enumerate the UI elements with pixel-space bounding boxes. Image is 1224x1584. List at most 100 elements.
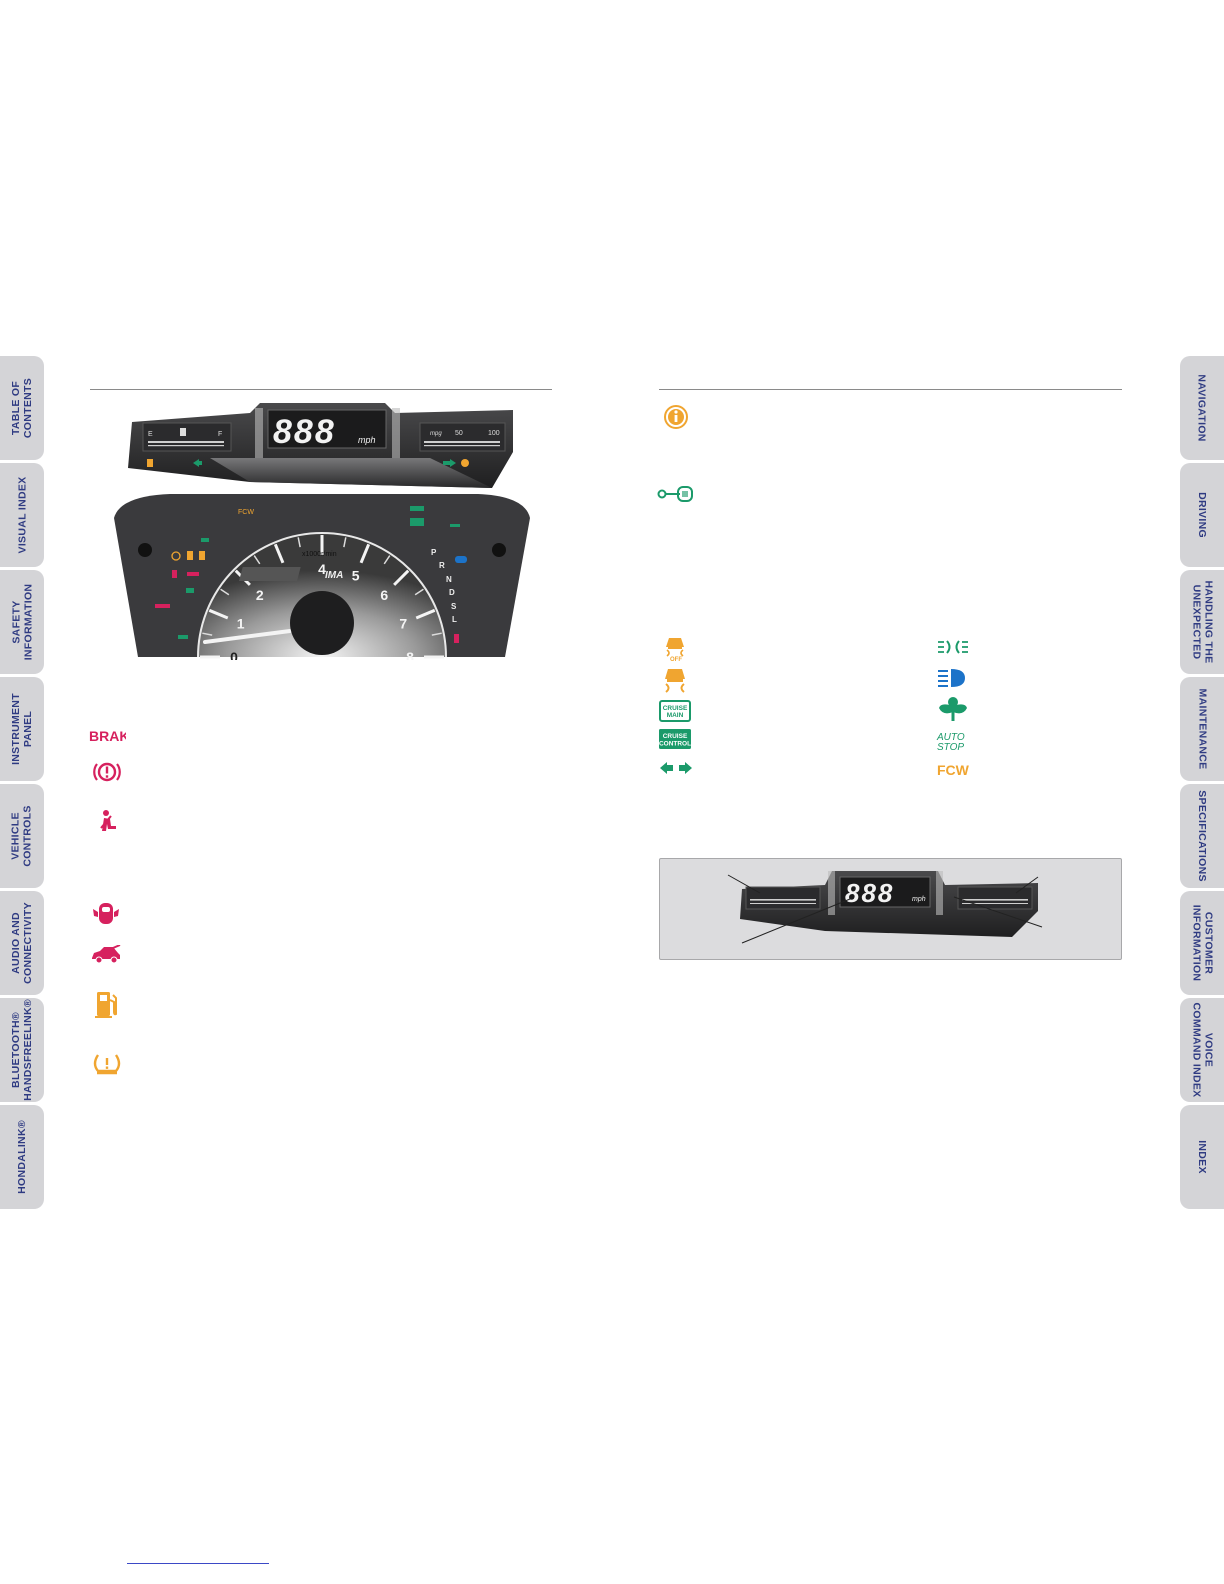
inset-display-illustration: 888 mph [727,871,1043,944]
brake-label: BRAKE [89,728,126,743]
low-fuel-icon [95,992,117,1018]
tach-number: 5 [352,568,360,584]
low-fuel-indicator-icon [147,459,153,467]
right-turn-signal-icon [450,459,456,467]
tab-driving[interactable]: DRIVING [1180,463,1224,567]
tachometer-needle [203,629,292,644]
tab-safety-information[interactable]: SAFETY INFORMATION [0,570,44,674]
tach-number: 8 [406,649,414,660]
svg-text:OFF: OFF [670,657,682,662]
info-indicator-icon [461,459,469,467]
fuel-empty-label: E [148,431,153,438]
tach-minor-tick [202,632,213,636]
tach-major-tick [359,543,371,564]
cruise-control-icon: CRUISE CONTROL [659,729,691,749]
seatbelt-reminder-icon [100,810,116,831]
bottom-link-underline[interactable] [127,1563,269,1564]
tab-bluetooth-handsfreelink[interactable]: BLUETOOTH® HANDSFREELINK® [0,998,44,1102]
tab-audio-connectivity[interactable]: AUDIO AND CONNECTIVITY [0,891,44,995]
gear-p: P [431,548,437,557]
tab-visual-index[interactable]: VISUAL INDEX [0,463,44,567]
gear-r: R [439,561,445,570]
tach-fcw-label: FCW [238,509,254,516]
lights-on-icon [938,640,968,654]
vsa-activation-icon [665,669,685,693]
tach-minor-tick [253,555,261,565]
instrument-cluster-illustration: E F mpg 50 100 888 mph [114,403,530,660]
tab-label: MAINTENANCE [1196,688,1209,770]
tach-number: 7 [399,615,407,631]
tab-label: DRIVING [1196,492,1209,538]
tachometer-hub [290,591,354,655]
speed-unit: mph [358,435,376,445]
tab-label: VEHICLE CONTROLS [10,805,35,867]
tab-label: VOICE COMMAND INDEX [1190,1002,1214,1098]
immobilizer-key-icon [657,486,693,502]
brake-warning-icon: BRAKE [89,728,126,743]
tach-minor-tick [414,588,424,596]
tire-pressure-warning-icon [93,1054,121,1075]
tab-handling-unexpected[interactable]: HANDLING THE UNEXPECTED [1180,570,1224,674]
inset-speed-unit: mph [912,896,926,903]
svg-text:CRUISE: CRUISE [663,733,688,740]
econ-max-label: 100 [488,430,500,437]
auto-stop-line1: AUTO [936,732,965,743]
fuel-full-label: F [218,431,222,438]
econ-mid-label: 50 [455,430,463,437]
high-beam-icon [938,669,965,687]
tab-index[interactable]: INDEX [1180,1105,1224,1209]
tach-major-tick [208,608,229,620]
tab-specifications[interactable]: SPECIFICATIONS [1180,784,1224,888]
tachometer-panel: 012345678 x1000r/min IMA FCW P R N D S L [114,494,530,660]
tach-minor-tick [383,555,391,565]
tab-label: AUDIO AND CONNECTIVITY [10,902,34,984]
tab-navigation[interactable]: NAVIGATION [1180,356,1224,460]
gear-l: L [452,615,457,624]
tab-label: NAVIGATION [1196,374,1209,442]
tab-vehicle-controls[interactable]: VEHICLE CONTROLS [0,784,44,888]
trunk-open-icon [92,945,121,964]
tach-unit: x1000r/min [302,551,337,558]
auto-stop-icon: AUTO STOP [936,732,965,752]
upper-display-inset-box: 888 mph [659,858,1122,960]
tab-label: INDEX [1196,1140,1208,1174]
eco-assist-icon [939,697,967,721]
tach-number: 4 [318,561,326,577]
tach-number: 6 [380,587,388,603]
tab-label: INSTRUMENT PANEL [10,693,34,765]
tab-hondalink[interactable]: HONDALINK® [0,1105,44,1209]
ima-badge: IMA [325,570,343,581]
speed-digits: 888 [273,413,336,451]
tab-label: BLUETOOTH® HANDSFREELINK® [10,999,34,1101]
tachometer-ticks [200,535,444,659]
tab-maintenance[interactable]: MAINTENANCE [1180,677,1224,781]
tab-label: HANDLING THE UNEXPECTED [1190,580,1214,664]
tab-voice-command-index[interactable]: VOICE COMMAND INDEX [1180,998,1224,1102]
tach-major-tick [415,608,436,620]
svg-text:CRUISE: CRUISE [663,705,688,712]
vsa-off-icon: OFF [666,638,684,662]
tab-label: VISUAL INDEX [16,476,29,554]
cruise-main-icon: CRUISE MAIN [659,700,691,722]
fcw-label: FCW [937,762,970,778]
inset-speed-digits: 888 [845,878,894,908]
svg-text:MAIN: MAIN [667,712,684,719]
tach-number: 0 [230,649,238,660]
fcw-icon: FCW [937,762,970,778]
tach-minor-tick [220,588,230,596]
tab-instrument-panel[interactable]: INSTRUMENT PANEL [0,677,44,781]
tab-table-of-contents[interactable]: TABLE OF CONTENTS [0,356,44,460]
tab-label: TABLE OF CONTENTS [10,377,34,439]
tach-number: 2 [256,587,264,603]
tach-minor-tick [343,537,347,548]
turn-signal-icon [660,762,692,774]
tab-customer-information[interactable]: CUSTOMER INFORMATION [1180,891,1224,995]
door-open-icon [93,903,119,924]
brake-system-warning-icon [93,762,121,782]
auto-stop-line2: STOP [937,742,964,752]
info-indicator-icon [664,405,688,429]
upper-display: E F mpg 50 100 888 mph [128,403,513,488]
callout-lines [727,874,1043,944]
tach-major-tick [393,569,410,586]
tab-label: SPECIFICATIONS [1196,790,1209,882]
